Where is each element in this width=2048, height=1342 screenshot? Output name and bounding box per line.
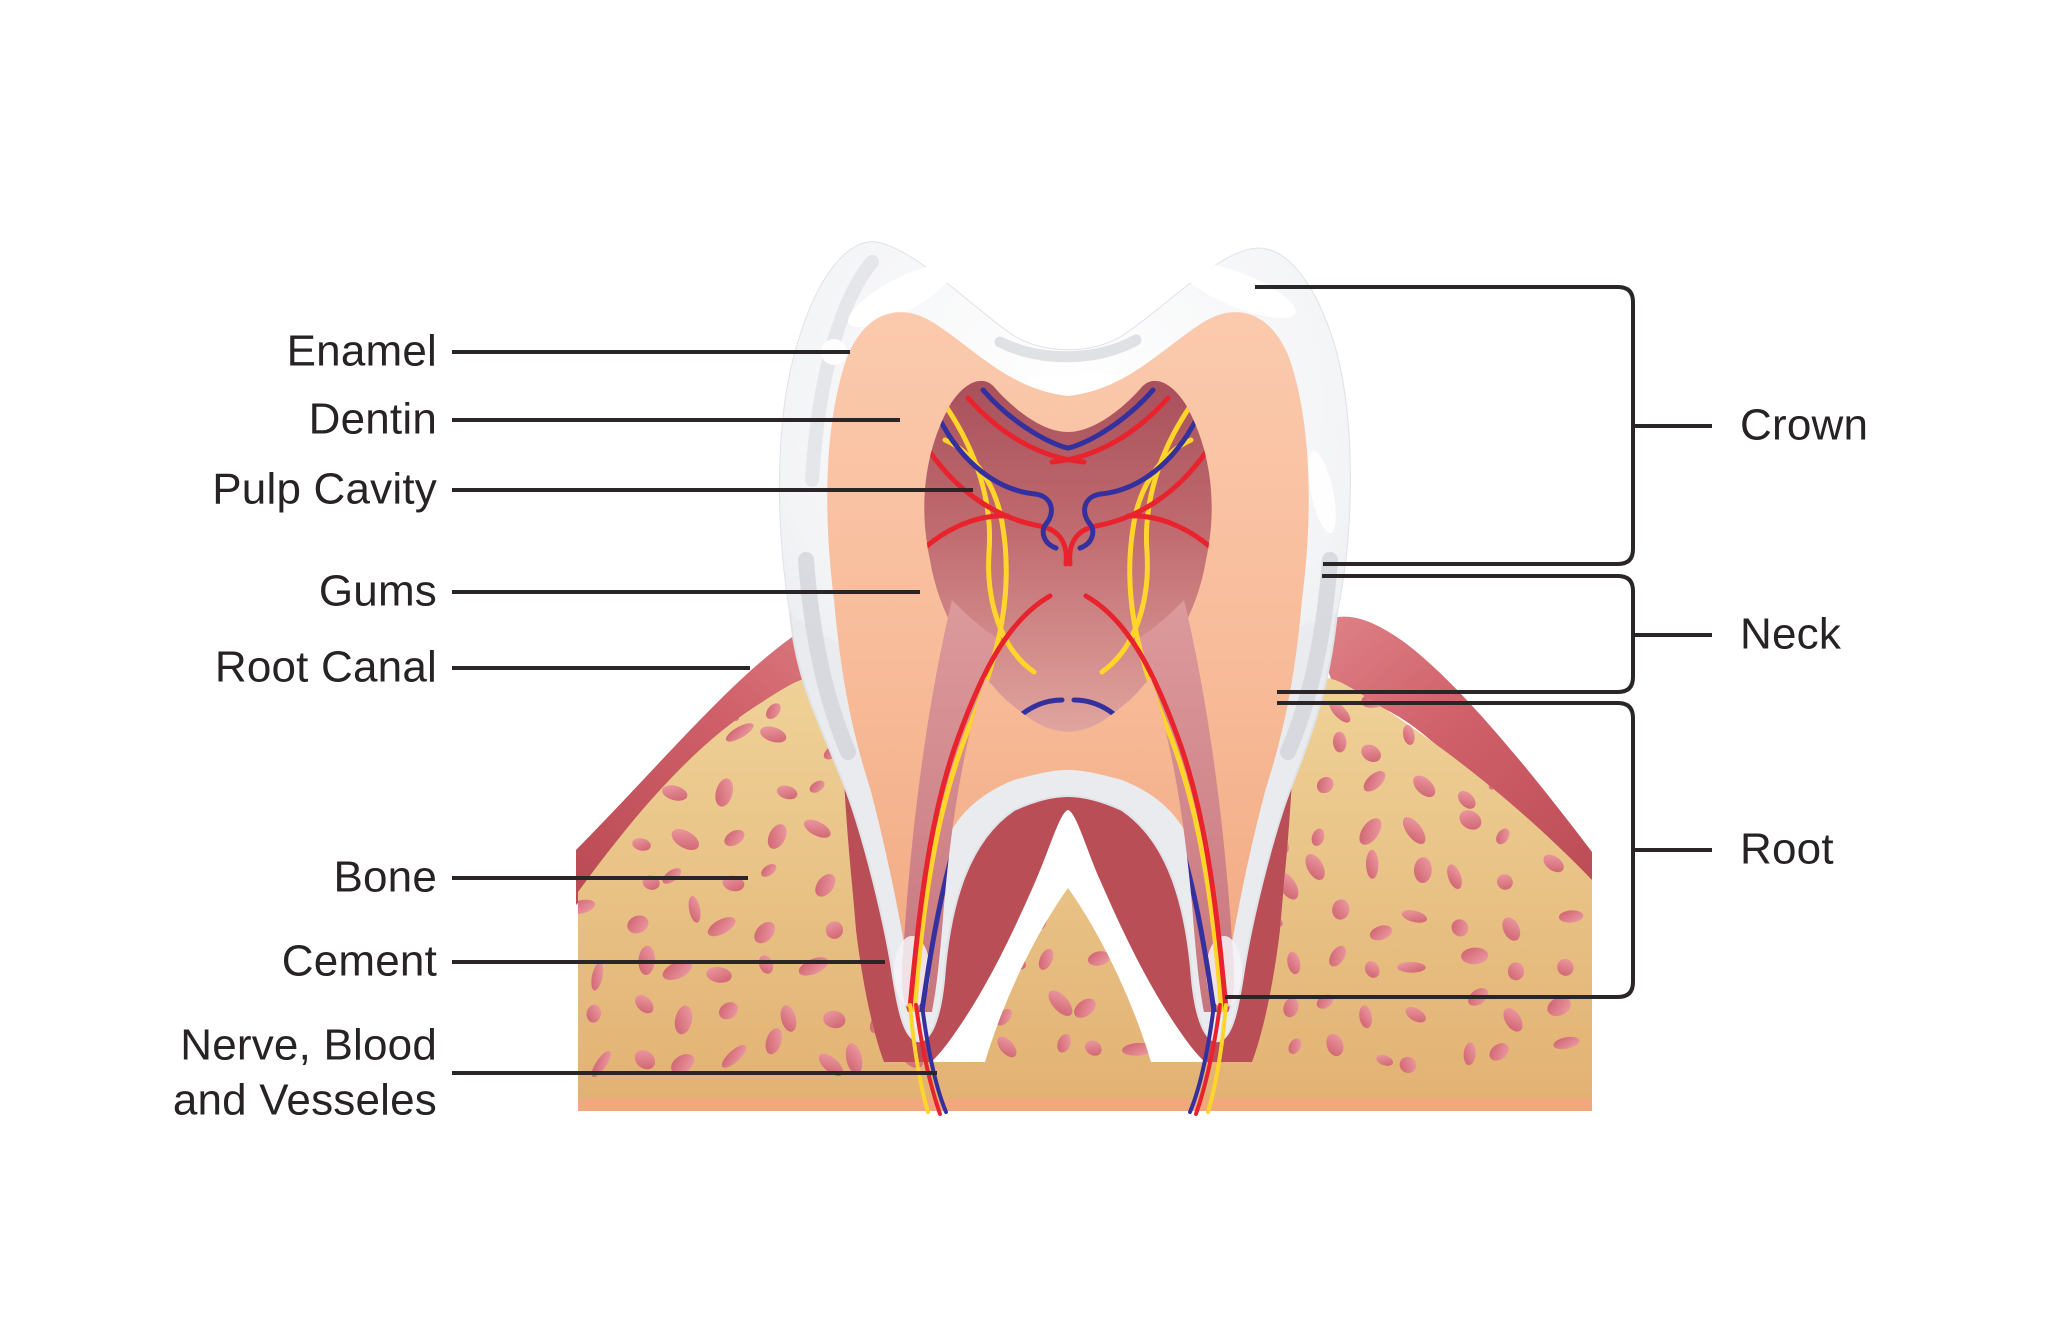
leader-lines (452, 350, 973, 1075)
label-cement: Cement (281, 936, 437, 986)
enamel-highlight-right (1180, 261, 1296, 319)
neck-shade-right (1280, 552, 1338, 760)
enamel-shade-valley (994, 334, 1142, 363)
bundle-blue (920, 1003, 1216, 1114)
label-crown: Crown (1740, 400, 1869, 450)
nerve-bundles (908, 1003, 1228, 1116)
enamel-highlight-side (1308, 450, 1336, 534)
label-pulp-cavity: Pulp Cavity (212, 464, 437, 514)
label-bone: Bone (333, 852, 437, 902)
label-gums: Gums (318, 566, 437, 616)
neck-shade-left (798, 552, 856, 760)
bone-shape (578, 678, 1592, 1098)
label-enamel: Enamel (286, 326, 437, 376)
brackets (1225, 285, 1712, 999)
bundle-red (914, 1003, 1222, 1116)
label-root-canal: Root Canal (214, 642, 437, 692)
label-root: Root (1740, 824, 1834, 874)
bundle-yellow (908, 1003, 1228, 1114)
label-dentin: Dentin (308, 394, 437, 444)
enamel-highlight-left (848, 264, 952, 328)
label-neck: Neck (1740, 609, 1842, 659)
label-nerve-blood: Nerve, Blood and Vesseles (172, 1020, 437, 1124)
bone-bottom-strip (578, 1098, 1592, 1111)
